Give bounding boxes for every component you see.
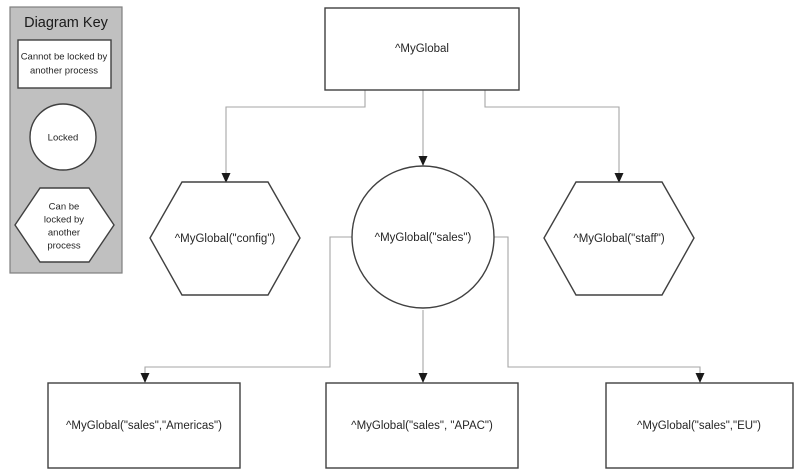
arrow-head-icon xyxy=(418,373,428,383)
arrow-head-icon xyxy=(695,373,705,383)
node-myglobal-sales-americas[interactable]: ^MyGlobal("sales","Americas") xyxy=(47,382,241,469)
node-myglobal-staff[interactable]: ^MyGlobal("staff") xyxy=(543,181,695,296)
node-myglobal-sales-label: ^MyGlobal("sales") xyxy=(375,232,472,244)
key-hexagon-label-line-2: locked by xyxy=(44,215,84,226)
edge-sales-to-apac xyxy=(418,310,428,383)
node-myglobal-sales-eu-label: ^MyGlobal("sales","EU") xyxy=(637,420,761,432)
node-myglobal-config-label: ^MyGlobal("config") xyxy=(175,233,276,245)
arrow-head-icon xyxy=(140,373,150,383)
key-circle-label: Locked xyxy=(48,133,79,144)
edge-root-to-sales xyxy=(418,90,428,166)
node-myglobal-root-label: ^MyGlobal xyxy=(395,43,449,55)
key-hexagon-label-line-1: Can be xyxy=(49,202,80,213)
edge-root-to-config xyxy=(221,90,366,183)
node-myglobal-sales-apac-label: ^MyGlobal("sales", "APAC") xyxy=(351,420,493,432)
node-myglobal-sales-eu[interactable]: ^MyGlobal("sales","EU") xyxy=(605,382,794,469)
node-myglobal-sales[interactable]: ^MyGlobal("sales") xyxy=(351,165,495,309)
diagram-key-panel: Diagram Key Cannot be locked by another … xyxy=(9,6,123,274)
arrow-head-icon xyxy=(418,156,428,166)
edge-sales-to-eu xyxy=(492,236,705,383)
node-myglobal-root[interactable]: ^MyGlobal xyxy=(324,7,520,91)
arrow-head-icon xyxy=(221,173,231,183)
key-circle-locked: Locked xyxy=(29,103,97,171)
edge-sales-to-americas xyxy=(140,236,355,383)
key-rectangle-label-line-1: Cannot be locked by xyxy=(21,52,108,63)
arrow-head-icon xyxy=(614,173,624,183)
diagram-key-title: Diagram Key xyxy=(24,15,109,31)
node-myglobal-staff-label: ^MyGlobal("staff") xyxy=(573,233,664,245)
key-hexagon-label-line-3: another xyxy=(48,228,80,239)
key-rectangle-label-line-2: another process xyxy=(30,66,98,77)
key-hexagon-label-line-4: process xyxy=(47,241,81,252)
edge-root-to-staff xyxy=(484,90,624,183)
node-myglobal-sales-americas-label: ^MyGlobal("sales","Americas") xyxy=(66,420,222,432)
key-hexagon-can-be-locked: Can be locked by another process xyxy=(14,187,115,263)
key-rectangle-cannot-be-locked: Cannot be locked by another process xyxy=(17,39,112,89)
node-myglobal-config[interactable]: ^MyGlobal("config") xyxy=(149,181,301,296)
node-myglobal-sales-apac[interactable]: ^MyGlobal("sales", "APAC") xyxy=(325,382,519,469)
connector-layer xyxy=(140,90,705,383)
